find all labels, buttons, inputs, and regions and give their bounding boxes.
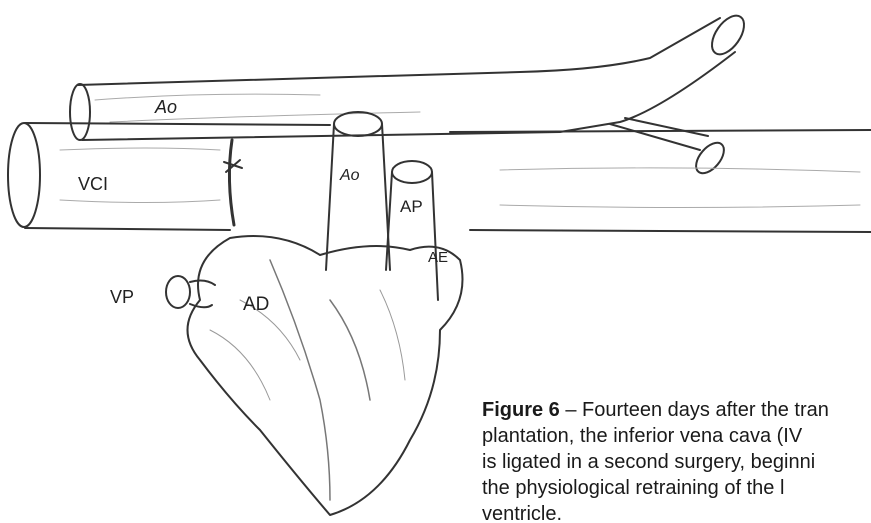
- heart-outline: [188, 236, 463, 515]
- caption-text-5: ventricle.: [482, 501, 871, 523]
- caption-dash: –: [560, 399, 582, 421]
- pulmonary-vein-stump: [166, 276, 215, 308]
- figure-caption: Figure 6 – Fourteen days after the tran …: [482, 397, 871, 523]
- caption-text-1: Fourteen days after the tran: [582, 399, 829, 421]
- caption-text-4: the physiological retraining of the l: [482, 475, 871, 501]
- pulmonary-artery-tube: [386, 161, 438, 300]
- ligature-mark: [224, 140, 242, 225]
- label-aorta-graft: Ao: [339, 167, 360, 184]
- label-left-atrium: AE: [428, 249, 448, 266]
- caption-text-2: plantation, the inferior vena cava (IV: [482, 423, 871, 449]
- figure-number: Figure 6: [482, 399, 560, 421]
- label-aorta: Ao: [154, 97, 177, 117]
- caption-line: Figure 6 – Fourteen days after the tran: [482, 397, 871, 423]
- aorta-vessel: [70, 10, 750, 178]
- label-pulmonary-artery: AP: [400, 197, 423, 216]
- label-vena-cava: VCI: [78, 174, 108, 194]
- label-right-atrium: AD: [243, 294, 269, 315]
- label-pulmonary-vein: VP: [110, 287, 134, 307]
- caption-text-3: is ligated in a second surgery, beginni: [482, 449, 871, 475]
